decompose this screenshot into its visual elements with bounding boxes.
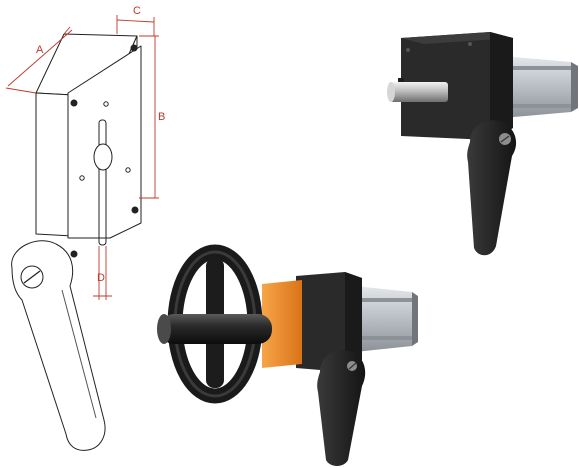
lever-handle [11,240,106,451]
steel-shaft [390,82,448,102]
screw-icon [468,42,472,46]
hole-icon [103,101,109,107]
black-lever [467,120,517,256]
dimension-label-b: B [158,111,165,123]
shaft-slot [98,119,107,246]
black-lever [317,350,366,466]
orange-spacer [262,280,302,368]
switch-body [401,32,513,140]
handwheel-photo [157,244,418,466]
technical-drawing [11,33,142,451]
aluminum-profile [355,286,412,352]
screw-icon [130,44,138,52]
hole-icon [125,167,131,173]
hole-icon [79,175,85,181]
black-shaft [160,314,272,344]
dimension-label-c: C [133,5,141,17]
dimension-label-a: A [36,44,44,56]
screw-icon [70,250,78,258]
dimension-label-d: D [97,272,105,284]
shaft-disc [93,143,113,171]
screw-icon [70,99,78,107]
screw-icon [131,206,139,214]
screw-icon [406,48,410,52]
aluminum-profile [503,56,571,118]
dimension-lines [5,15,159,300]
mounting-plate [67,45,142,239]
lever-switch-photo [387,32,578,256]
